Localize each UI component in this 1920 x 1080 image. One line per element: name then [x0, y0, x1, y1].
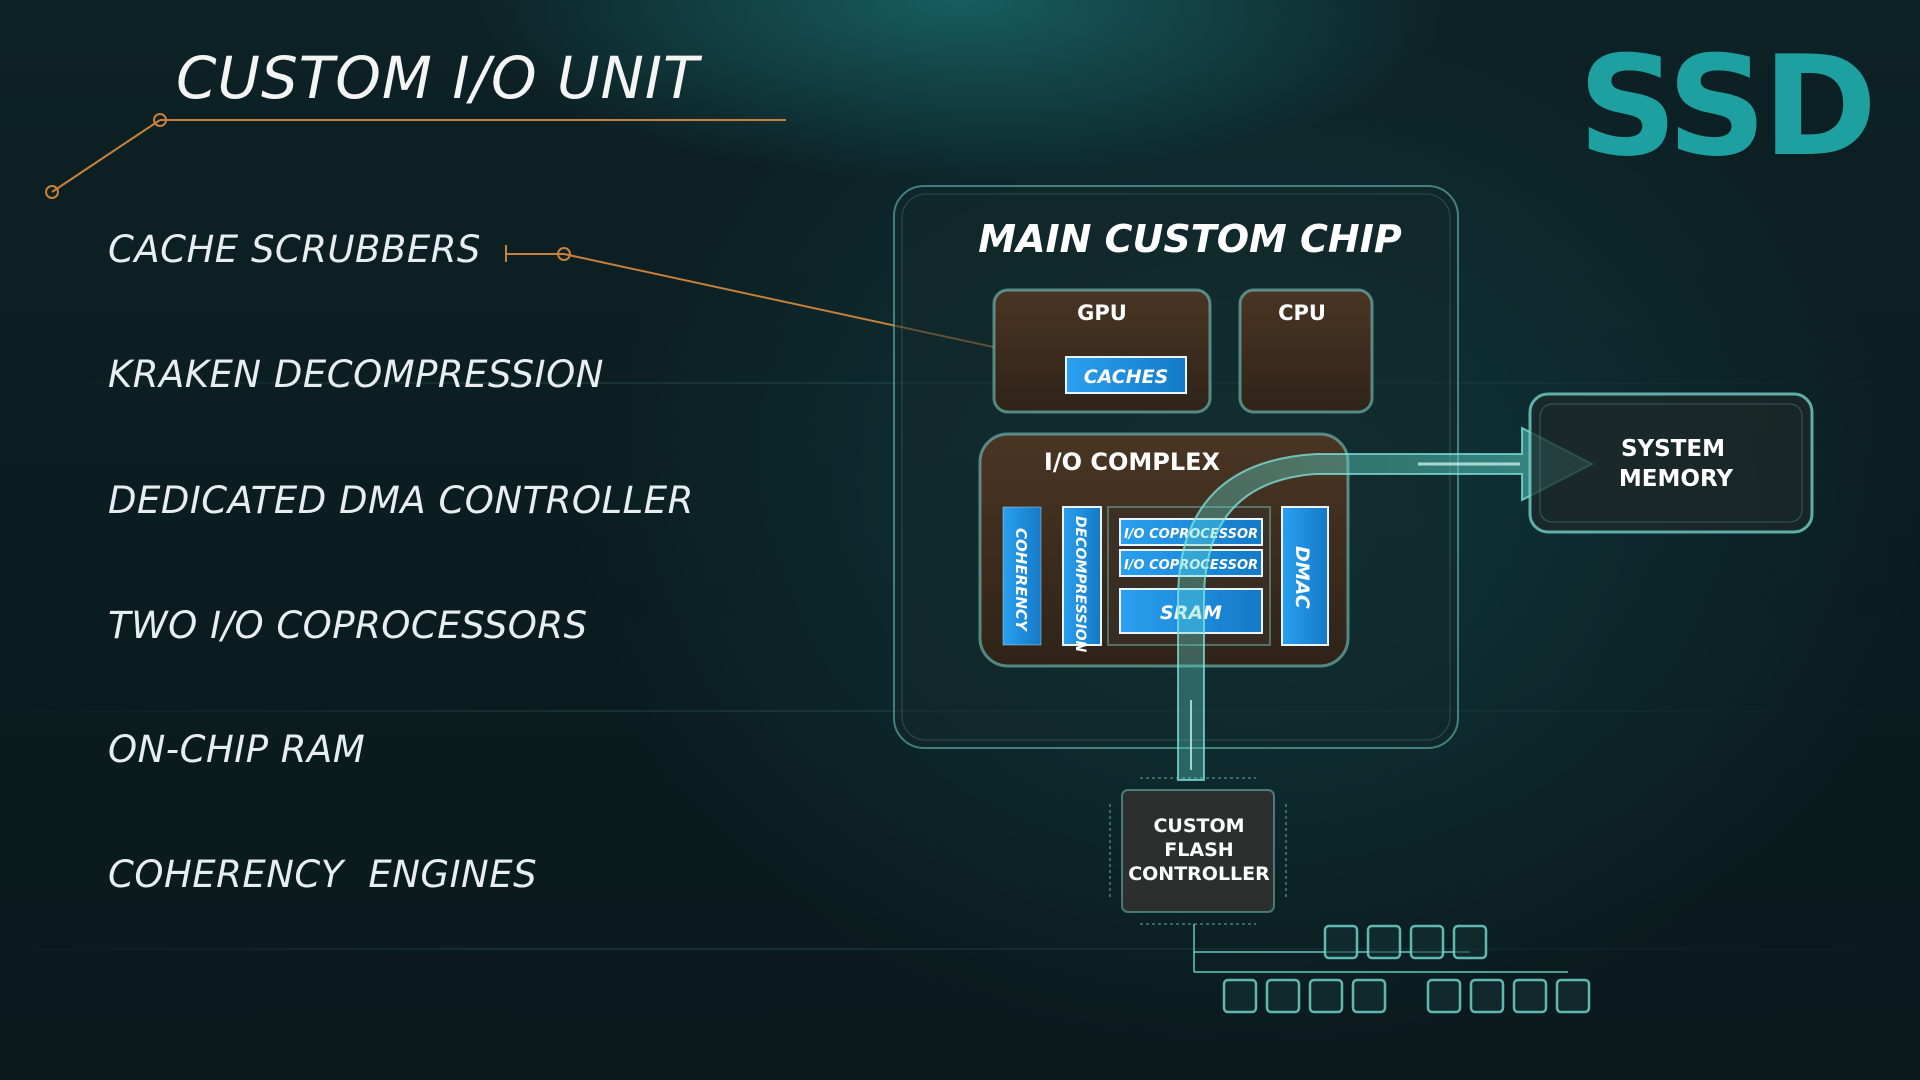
decompression-label: DECOMPRESSION — [1072, 516, 1088, 653]
flash-controller-label-2: FLASH — [1164, 839, 1233, 861]
cpu-label: CPU — [1278, 301, 1326, 325]
caches-label: CACHES — [1084, 366, 1169, 388]
system-memory-label-1: SYSTEM — [1621, 436, 1725, 462]
coherency-label: COHERENCY — [1012, 528, 1030, 633]
feature-on-chip-ram: ON-CHIP RAM — [108, 728, 366, 771]
title-decoration — [45, 113, 786, 199]
main-chip-label: MAIN CUSTOM CHIP — [978, 217, 1402, 261]
dmac-block — [1281, 506, 1329, 646]
flash-controller-label-3: CONTROLLER — [1128, 863, 1270, 885]
system-memory-label-2: MEMORY — [1619, 466, 1733, 492]
scanline — [0, 948, 1920, 950]
flash-chip-row-top — [1323, 924, 1488, 960]
io-complex-label: I/O COMPLEX — [1044, 448, 1221, 476]
ssd-logo: SSD — [1578, 26, 1877, 187]
feature-dma-controller: DEDICATED DMA CONTROLLER — [108, 479, 694, 522]
coherency-block — [1002, 506, 1042, 646]
feature-kraken-decompression: KRAKEN DECOMPRESSION — [108, 353, 604, 396]
gpu-label: GPU — [1077, 301, 1127, 325]
flash-controller-label-1: CUSTOM — [1153, 815, 1244, 837]
cpu-block — [1238, 288, 1374, 414]
feature-cache-scrubbers: CACHE SCRUBBERS — [108, 228, 481, 271]
flash-chip-row-bottom — [1222, 978, 1591, 1014]
dmac-label: DMAC — [1291, 546, 1313, 609]
decompression-block — [1062, 506, 1102, 646]
system-memory-block — [1528, 392, 1814, 534]
flash-controller-block — [1109, 777, 1287, 925]
caches-block — [1065, 356, 1187, 394]
feature-coherency-engines: COHERENCY ENGINES — [108, 853, 538, 896]
feature-io-coprocessors: TWO I/O COPROCESSORS — [108, 604, 588, 647]
page-title: CUSTOM I/O UNIT — [176, 44, 700, 112]
